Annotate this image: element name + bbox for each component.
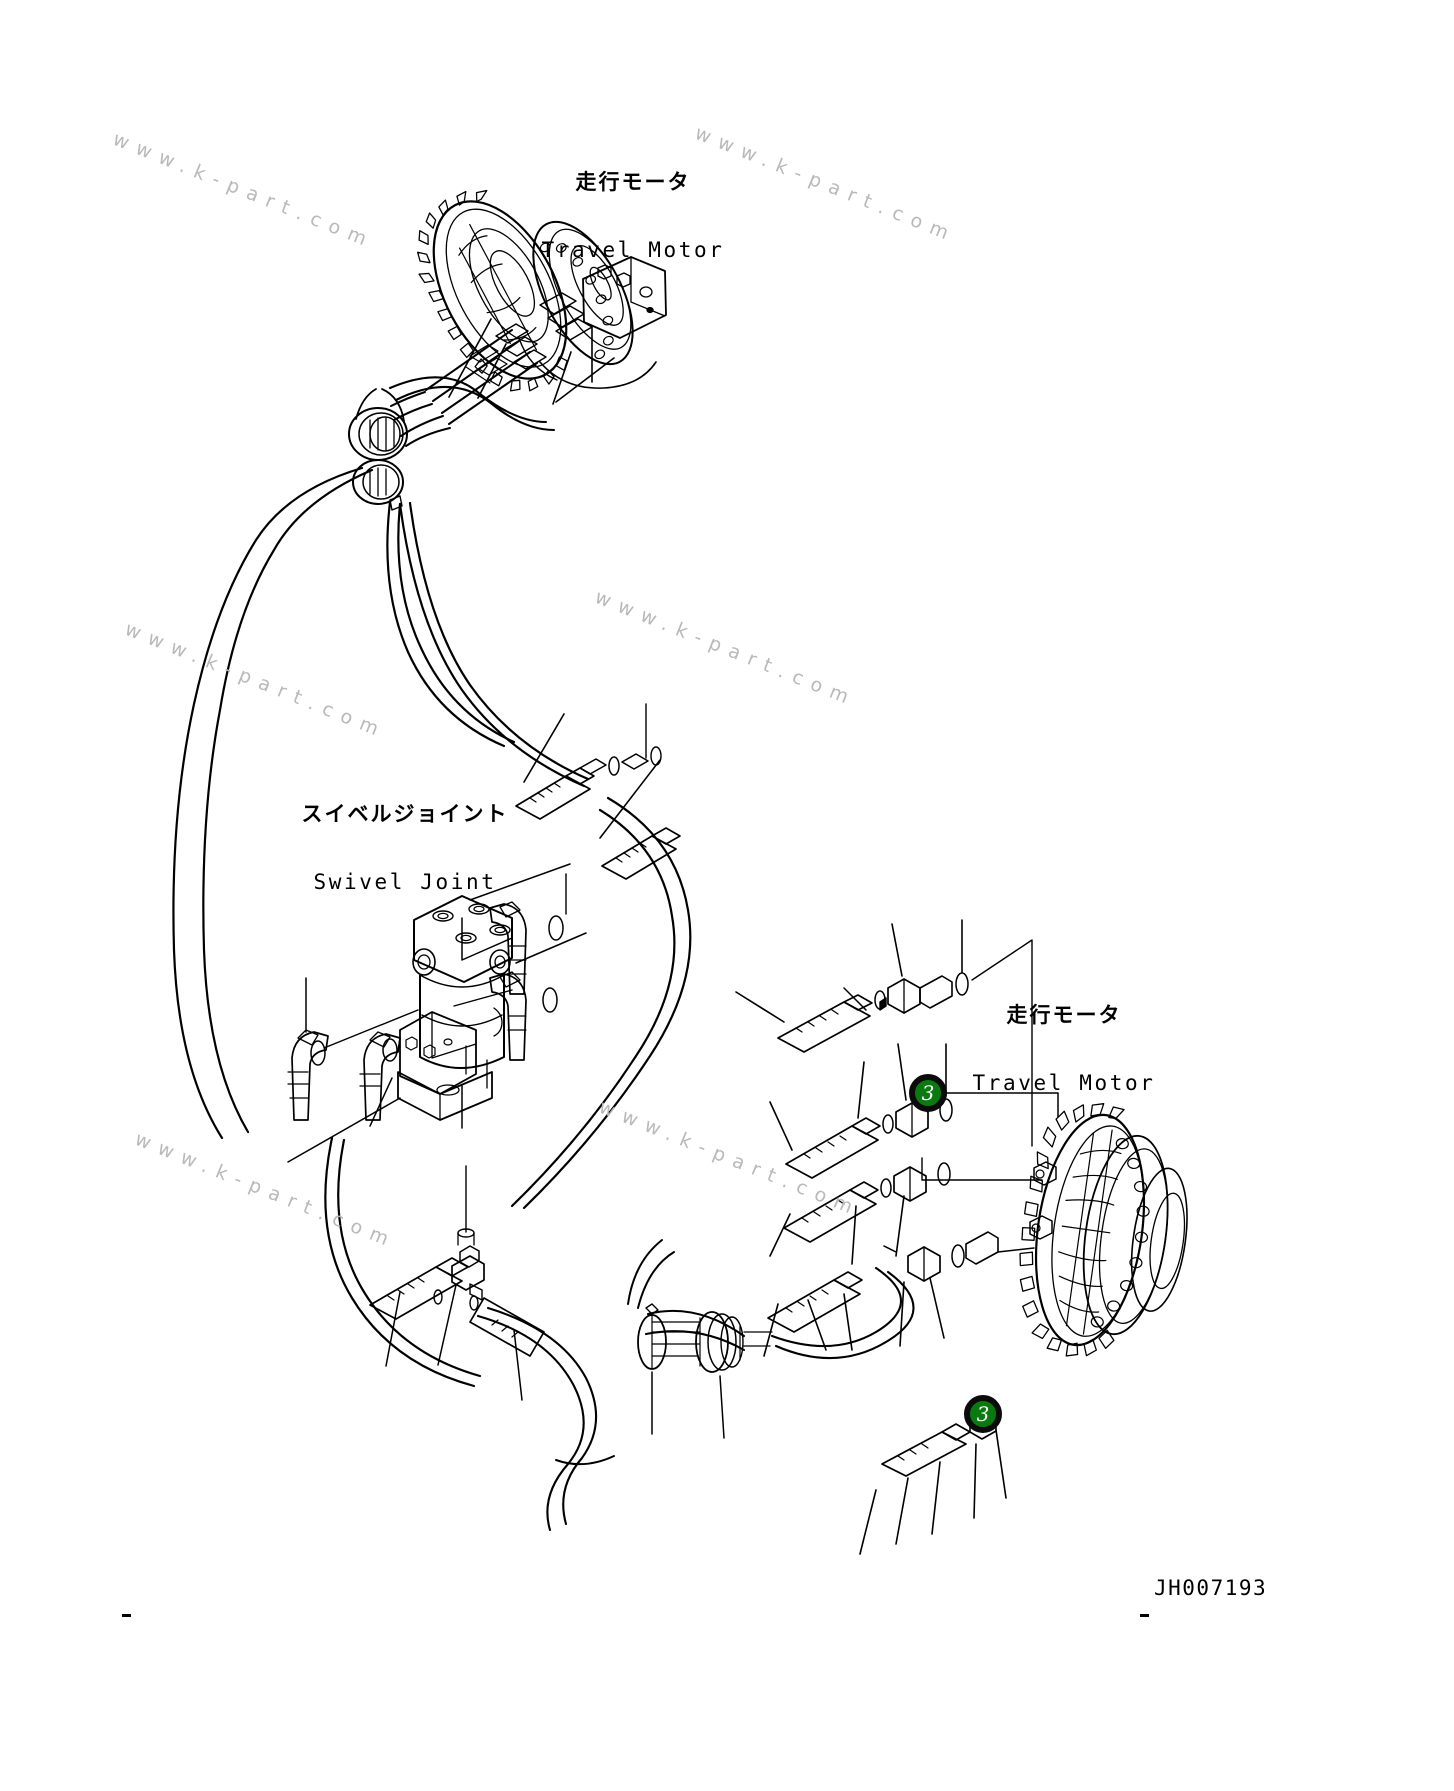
callout-3-upper-number: 3 (921, 1081, 935, 1105)
label-swivel-joint: スイベルジョイント Swivel Joint (285, 760, 525, 937)
label-swivel-joint-jp: スイベルジョイント (301, 801, 509, 826)
label-travel-motor-top-en: Travel Motor (541, 237, 725, 262)
label-travel-motor-right-en: Travel Motor (972, 1070, 1156, 1095)
elbow-fittings (287, 873, 567, 1127)
lower-center-tee-fitting (369, 1165, 545, 1401)
lower-left-fittings (859, 1409, 1007, 1555)
right-fittings-lower (763, 1162, 1035, 1357)
drawing-number: JH007193 (1154, 1576, 1268, 1600)
bottom-hose-loop (476, 1306, 615, 1532)
label-swivel-joint-en: Swivel Joint (313, 869, 497, 894)
upper-hose-clamp (348, 376, 556, 511)
label-travel-motor-top: 走行モータ Travel Motor (533, 128, 733, 305)
label-travel-motor-right-jp: 走行モータ (1006, 1002, 1122, 1027)
callout-3-upper[interactable]: 3 (909, 1074, 947, 1112)
callout-3-lower[interactable]: 3 (964, 1395, 1002, 1433)
travel-motor-top-assembly (416, 189, 667, 425)
label-travel-motor-right: 走行モータ Travel Motor (964, 961, 1164, 1138)
hose-fittings-upper-middle (515, 703, 681, 880)
hydraulic-hose-left-loop (172, 466, 692, 1388)
travel-motor-right-assembly (921, 1092, 1188, 1357)
lower-center-hose-clamps (627, 1239, 773, 1439)
right-fittings-middle (769, 1043, 953, 1179)
corner-mark-bottom-right (1140, 1614, 1149, 1617)
swivel-joint-assembly (287, 863, 587, 1163)
callout-3-lower-number: 3 (976, 1402, 990, 1426)
right-hoses (644, 1266, 915, 1360)
right-fittings-upper (735, 919, 1033, 1147)
corner-mark-bottom-left (122, 1614, 131, 1617)
label-travel-motor-top-jp: 走行モータ (575, 169, 691, 194)
